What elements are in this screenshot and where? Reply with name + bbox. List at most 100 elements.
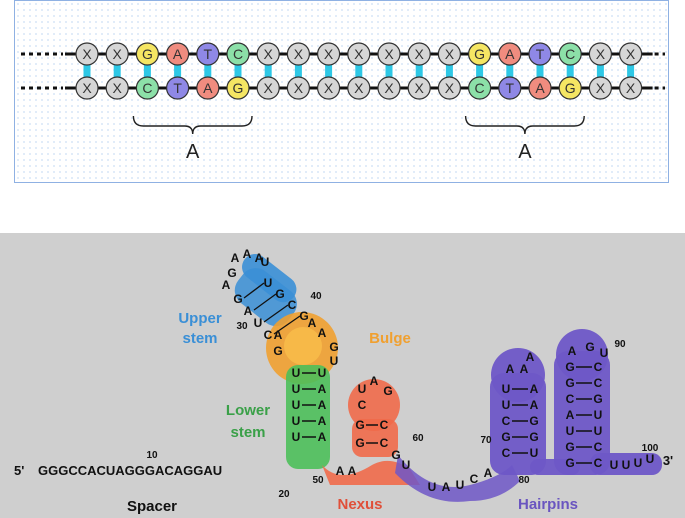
base-pair-bond <box>174 65 182 77</box>
nucleotide-X <box>588 76 613 100</box>
nucleotide-X <box>407 76 431 100</box>
nucleotide-C <box>135 76 159 100</box>
nucleotide-label: X <box>264 80 274 96</box>
nucleotide-X <box>588 42 613 66</box>
nucleotide-label: A <box>535 80 545 96</box>
nucleotide-X <box>256 76 280 100</box>
nucleotide-label: X <box>294 80 304 96</box>
nucleotide-X <box>347 76 371 100</box>
nexus-base-nt: U <box>402 458 411 472</box>
upper-stem-left-nt: C <box>264 328 273 342</box>
hairpin1-loop-nt: A <box>520 362 529 376</box>
base-pair-bond <box>294 65 302 77</box>
nexus-stem-nt: C <box>380 418 389 432</box>
hairpin1-right-nt: U <box>530 446 539 460</box>
bulge-nt: U <box>330 354 339 368</box>
hairpin2-right-nt: C <box>594 360 603 374</box>
hairpin1-loop-nt: A <box>506 362 515 376</box>
lower-stem-label-2: stem <box>230 424 265 441</box>
nexus-base-nt: A <box>336 464 345 478</box>
hairpin1-right-nt: A <box>530 398 539 412</box>
nucleotide-X <box>105 42 129 66</box>
upper-stem-right-nt: U <box>264 276 273 290</box>
nucleotide-label: X <box>113 80 123 96</box>
hairpin2-loop-nt: G <box>585 340 594 354</box>
nucleotide-label: X <box>82 46 92 62</box>
nucleotide-label: X <box>415 80 425 96</box>
upper-stem-bond <box>273 315 301 335</box>
lower-stem-right-nt: A <box>318 414 327 428</box>
nucleotide-label: C <box>142 80 152 96</box>
nucleotide-label: X <box>113 46 123 62</box>
tail-nt: U <box>622 458 631 472</box>
nucleotide-X <box>256 42 280 66</box>
spacer-sequence: GGGCCACUAGGGACAGGAU <box>38 463 222 478</box>
nucleotide-label: T <box>204 46 213 62</box>
hairpin2-right-nt: U <box>594 424 603 438</box>
upper-stem-right-nt: C <box>288 298 297 312</box>
nucleotide-label: X <box>415 46 425 62</box>
nucleotide-G <box>226 76 250 100</box>
tail-nt: U <box>610 458 619 472</box>
nucleotide-label: G <box>142 46 153 62</box>
linker-nt: C <box>470 472 479 486</box>
hairpin1-left-nt: U <box>502 398 511 412</box>
nexus-base-nt: G <box>391 448 400 462</box>
hairpin2-left-nt: G <box>565 456 574 470</box>
upper-stem-right-nt: G <box>275 287 284 301</box>
upper-stem-right-nt: G <box>299 309 308 323</box>
nucleotide-T <box>528 42 552 66</box>
hairpin1-left-nt: C <box>502 446 511 460</box>
position-number: 80 <box>518 475 530 486</box>
nexus-label: Nexus <box>337 496 382 513</box>
base-pair-bond <box>596 65 604 77</box>
base-pair-bond <box>264 65 272 77</box>
nucleotide-label: A <box>203 80 213 96</box>
nexus-loop-nt: A <box>370 374 379 388</box>
hairpin1-right-nt: G <box>529 414 538 428</box>
nucleotide-A <box>196 76 220 100</box>
nucleotide-C <box>226 42 250 66</box>
bulge-nt: G <box>329 340 338 354</box>
base-pair-bond <box>506 65 514 77</box>
upper-stem-label-1: Upper <box>178 310 222 327</box>
position-number: 60 <box>412 433 424 444</box>
three-prime-label: 3' <box>663 453 673 468</box>
upper-loop-nt: A <box>222 278 231 292</box>
nucleotide-label: G <box>233 80 244 96</box>
nucleotide-A <box>498 42 522 66</box>
nucleotide-X <box>377 42 401 66</box>
lower-stem-right-nt: A <box>318 430 327 444</box>
base-pair-bond <box>143 65 151 77</box>
nucleotide-label: X <box>354 46 364 62</box>
lower-stem-left-nt: U <box>292 366 301 380</box>
nucleotide-label: X <box>596 46 606 62</box>
nucleotide-C <box>558 42 582 66</box>
hairpin2-right-nt: G <box>593 392 602 406</box>
bulge-label: Bulge <box>369 330 411 347</box>
hairpin2-loop-nt: U <box>600 346 609 360</box>
position-number: 40 <box>310 291 322 302</box>
nucleotide-label: X <box>596 80 606 96</box>
base-pair-bond <box>627 65 635 77</box>
hairpin1-left-nt: G <box>501 430 510 444</box>
nucleotide-X <box>75 42 99 66</box>
nexus-loop-region <box>348 379 400 431</box>
hairpin2-left-nt: C <box>566 392 575 406</box>
linker-nt: U <box>456 478 465 492</box>
nucleotide-label: X <box>626 46 636 62</box>
hairpin2-right-nt: C <box>594 440 603 454</box>
nexus-stem-nt: C <box>380 436 389 450</box>
nucleotide-label: C <box>565 46 575 62</box>
position-number: 10 <box>146 450 158 461</box>
nucleotide-label: X <box>294 46 304 62</box>
nucleotide-X <box>286 42 310 66</box>
base-pair-bond <box>113 65 121 77</box>
nucleotide-label: X <box>445 80 455 96</box>
upper-stem-left-nt: A <box>244 304 253 318</box>
position-number: 30 <box>236 321 248 332</box>
nucleotide-A <box>528 76 552 100</box>
base-pair-bond <box>385 65 393 77</box>
